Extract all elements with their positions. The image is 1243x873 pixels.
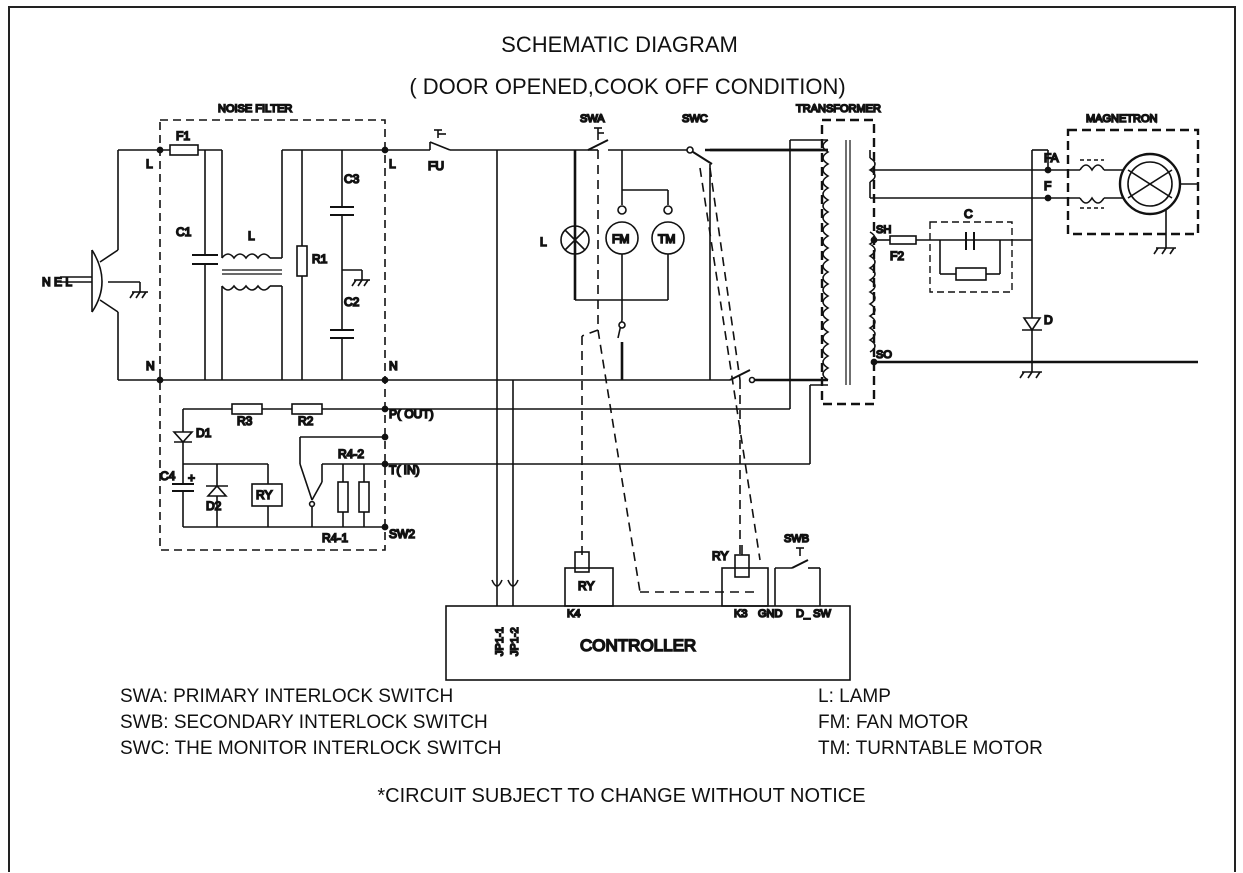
switch-swc [686,146,713,380]
label-noise-filter: NOISE FILTER [218,103,292,115]
label-swb: SWB [784,533,809,545]
resistor-r4-1 [337,481,349,513]
label-swc: SWC [682,113,708,125]
label-c3: C3 [344,172,360,186]
label-fa: FA [1044,151,1059,165]
label-transformer: TRANSFORMER [796,103,881,115]
legend-fm: FM: FAN MOTOR [818,712,969,733]
transformer-coils [822,139,876,385]
magnetron-icon [1079,152,1198,255]
label-lamp: L [540,235,547,249]
label-c4: C4 [160,469,176,483]
label-d2: D2 [206,499,222,513]
magnetron-block [1066,128,1200,236]
diode-d1 [172,431,194,444]
diagram-subtitle: ( DOOR OPENED,COOK OFF CONDITION) [409,74,846,99]
label-r4-2: R4-2 [338,447,364,461]
resistor-r1 [296,245,308,277]
legend-swc: SWC: THE MONITOR INTERLOCK SWITCH [120,738,502,759]
legend-tm: TM: TURNTABLE MOTOR [818,738,1043,759]
label-sw2: SW2 [389,527,415,541]
label-d-sw: D_ SW [796,608,831,620]
transformer-block [820,118,876,406]
fuse-f1 [169,144,199,156]
label-r2: R2 [298,414,314,428]
zener-d2 [206,484,228,497]
label-gnd: GND [758,608,783,620]
relay-coil-ry [251,483,283,507]
resistor-r3 [231,403,263,415]
switch-swb [774,547,821,606]
mechanical-links [581,150,761,593]
label-r3: R3 [237,414,253,428]
legend-switches: SWA: PRIMARY INTERLOCK SWITCH SWB: SECON… [120,684,501,762]
label-l-out: L [389,157,396,171]
label-sh: SH [876,224,891,236]
diagram-title: SCHEMATIC DIAGRAM [501,32,738,57]
label-controller: CONTROLLER [580,636,696,655]
label-fu: FU [428,159,444,173]
controller-block [445,605,851,681]
label-ry-k4: RY [578,579,594,593]
legend-lamp: L: LAMP [818,686,891,707]
label-f: F [1044,179,1051,193]
controller-relay-k3-box [721,567,769,607]
resistor-r4-2 [358,481,370,513]
label-f1: F1 [176,129,190,143]
diagram-frame [8,6,1236,872]
label-nel: N E L [42,275,72,289]
fuse-f2 [889,235,917,245]
diode-d [1022,317,1042,332]
label-jp1-1: JP1-1 [494,627,506,656]
label-c: C [964,207,973,221]
label-d1: D1 [196,426,212,440]
label-ry-k3: RY [712,549,728,563]
choke-coil-l [221,200,282,380]
label-n-out: N [389,359,398,373]
label-fm: FM [612,232,629,246]
label-so: SO [876,349,892,361]
label-choke-l: L [248,229,255,243]
notice-text: *CIRCUIT SUBJECT TO CHANGE WITHOUT NOTIC… [377,785,866,807]
capacitor-c-block [929,221,1013,293]
label-swa: SWA [580,113,605,125]
label-c2: C2 [344,295,360,309]
label-r4-1: R4-1 [322,531,348,545]
label-ry-relay: RY [256,488,272,502]
label-f2: F2 [890,249,904,263]
label-k4: K4 [567,608,580,620]
noise-filter-block [159,119,386,551]
legend-loads: L: LAMP FM: FAN MOTOR TM: TURNTABLE MOTO… [818,684,1043,762]
label-r1: R1 [312,252,328,266]
label-c4-plus: + [188,471,195,485]
label-d: D [1044,313,1053,327]
legend-swa: SWA: PRIMARY INTERLOCK SWITCH [120,686,454,707]
label-magnetron: MAGNETRON [1086,113,1158,125]
label-tm: TM [658,232,675,246]
label-k3: K3 [734,608,747,620]
resistor-r2 [291,403,323,415]
mains-plug-icon [60,150,148,380]
label-jp1-2: JP1-2 [509,627,521,656]
label-t-in: T( IN) [389,463,420,477]
label-c1: C1 [176,225,192,239]
bleeder-resistor [955,267,987,281]
thermal-cutout-fu [429,129,588,151]
label-l-in: L [146,157,153,171]
switch-swa [587,127,609,151]
label-p-out: P( OUT) [389,407,434,421]
label-n-in: N [146,359,155,373]
legend-swb: SWB: SECONDARY INTERLOCK SWITCH [120,712,488,733]
